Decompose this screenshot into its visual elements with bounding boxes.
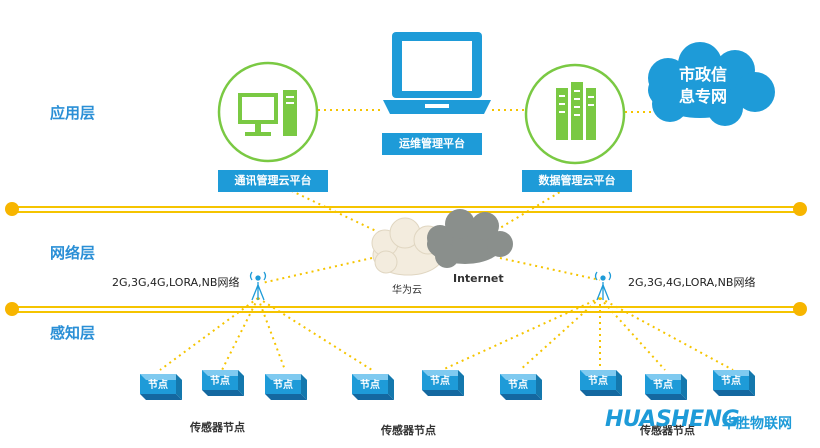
data-platform-label: 数据管理云平台 bbox=[522, 170, 632, 192]
sensor-node-label: 节点 bbox=[210, 374, 230, 387]
internet-label: Internet bbox=[453, 272, 504, 285]
brand-chinese-name: 华胜物联网 bbox=[722, 416, 792, 432]
connection-lines bbox=[159, 109, 734, 371]
server-icon bbox=[524, 63, 626, 165]
sensor-group-label-2: 传感器节点 bbox=[381, 424, 436, 437]
network-types-right: 2G,3G,4G,LORA,NB网络 bbox=[628, 276, 756, 289]
sensor-node-label: 节点 bbox=[430, 374, 450, 387]
layer-divider-bottom bbox=[5, 302, 807, 316]
layer-divider-top bbox=[5, 202, 807, 216]
sensor-nodes: 节点 节点 节点 节点 节点 节点 节点 节点 节点 bbox=[140, 370, 755, 400]
huawei-cloud-label: 华为云 bbox=[392, 285, 422, 296]
comm-platform-label: 通讯管理云平台 bbox=[218, 170, 328, 192]
sensor-node-icon: 节点 bbox=[580, 370, 622, 396]
layer-label-network: 网络层 bbox=[50, 244, 96, 262]
sensor-node-label: 节点 bbox=[508, 378, 528, 391]
sensor-node-icon: 节点 bbox=[645, 374, 687, 400]
antenna-icon-left bbox=[249, 271, 267, 301]
sensor-node-icon: 节点 bbox=[265, 374, 307, 400]
brand-logo-text: HUASHENG bbox=[605, 407, 740, 432]
sensor-node-icon: 节点 bbox=[352, 374, 394, 400]
cloud-text-line1: 市政信 bbox=[678, 65, 727, 84]
sensor-node-label: 节点 bbox=[588, 374, 608, 387]
network-types-left: 2G,3G,4G,LORA,NB网络 bbox=[112, 276, 240, 289]
laptop-icon bbox=[383, 32, 491, 114]
sensor-node-label: 节点 bbox=[360, 378, 380, 391]
computer-icon bbox=[217, 61, 319, 163]
antenna-icon-right bbox=[594, 271, 612, 301]
sensor-node-icon: 节点 bbox=[500, 374, 542, 400]
sensor-node-label: 节点 bbox=[721, 374, 741, 387]
sensor-node-label: 节点 bbox=[653, 378, 673, 391]
sensor-node-label: 节点 bbox=[148, 378, 168, 391]
sensor-node-label: 节点 bbox=[273, 378, 293, 391]
layer-label-application: 应用层 bbox=[50, 104, 96, 122]
sensor-node-icon: 节点 bbox=[140, 374, 182, 400]
cloud-icon bbox=[648, 42, 775, 126]
layer-label-perception: 感知层 bbox=[50, 324, 96, 342]
sensor-node-icon: 节点 bbox=[422, 370, 464, 396]
ops-platform-label: 运维管理平台 bbox=[382, 133, 482, 155]
internet-cloud-icon bbox=[427, 209, 513, 268]
sensor-group-label-3: 传感器节点 bbox=[640, 424, 695, 437]
cloud-text-line2: 息专网 bbox=[678, 87, 727, 106]
sensor-node-icon: 节点 bbox=[713, 370, 755, 396]
sensor-node-icon: 节点 bbox=[202, 370, 244, 396]
sensor-group-label-1: 传感器节点 bbox=[190, 421, 245, 434]
